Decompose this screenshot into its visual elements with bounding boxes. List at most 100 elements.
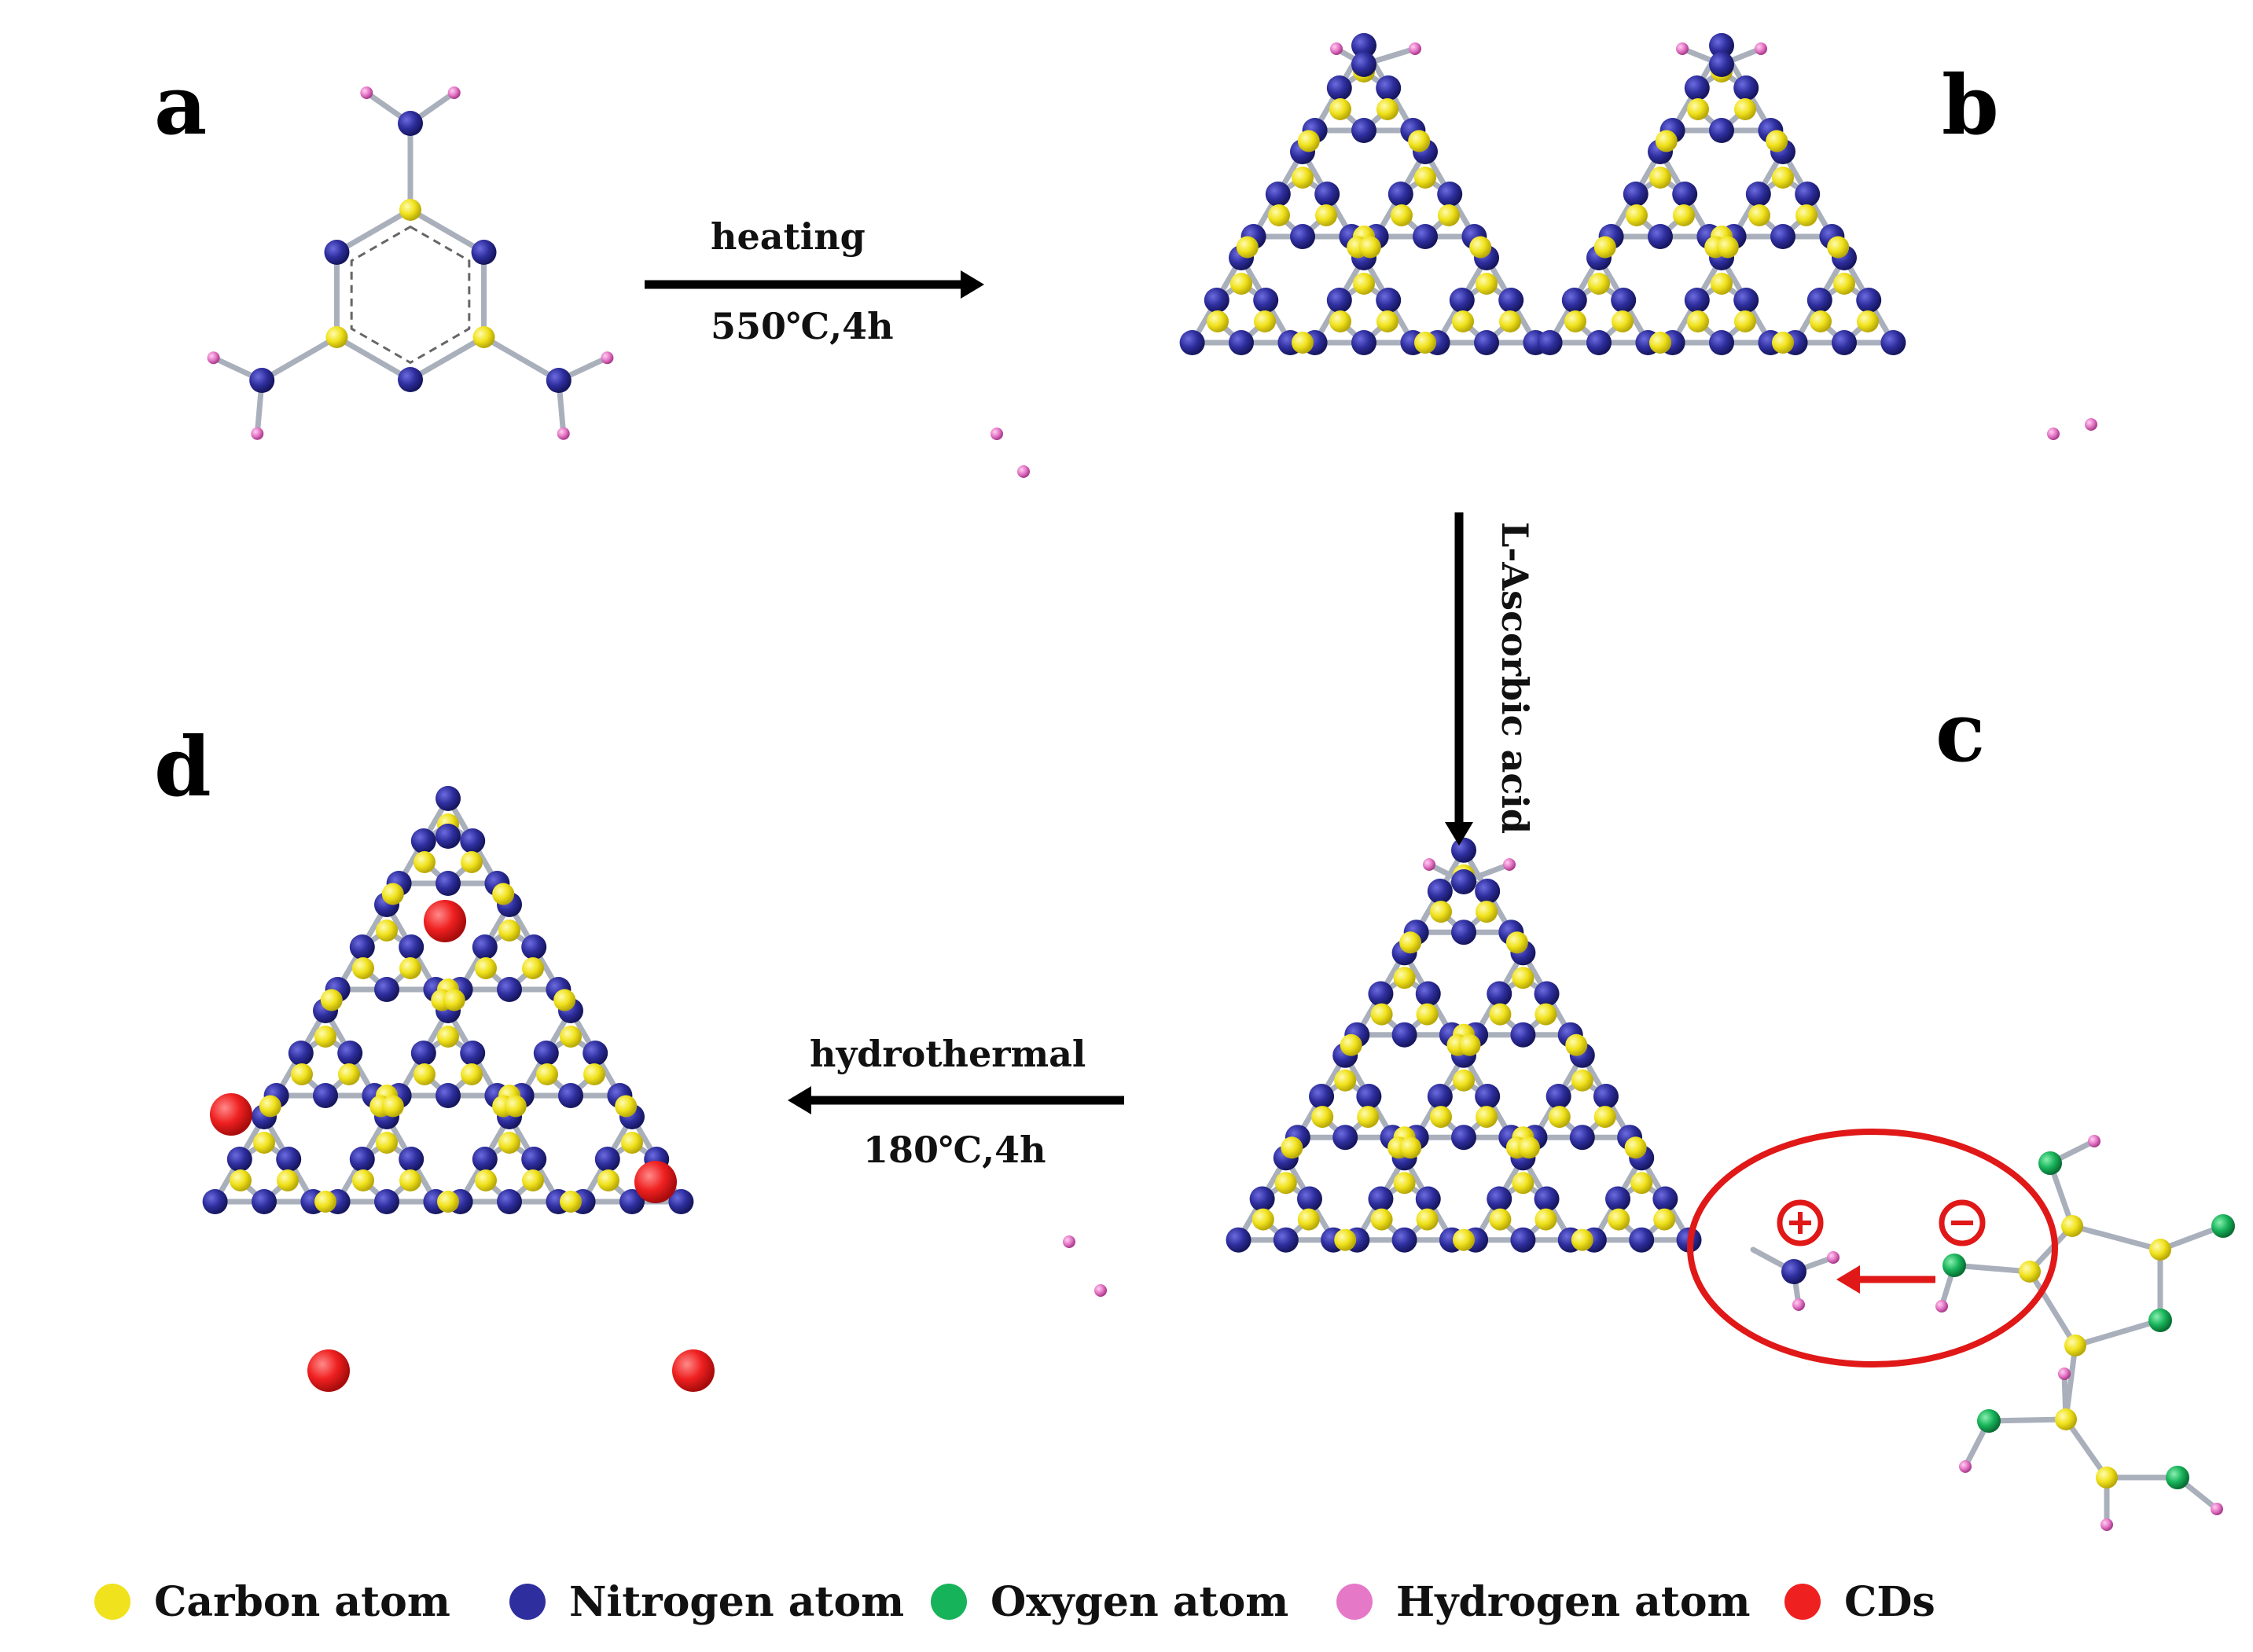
hydrogen-atom	[2085, 418, 2097, 431]
nitrogen-atom	[1351, 52, 1376, 77]
negative-charge-icon	[1939, 1199, 1986, 1246]
carbon-atom	[2096, 1467, 2118, 1489]
panel-label-c: c	[1935, 684, 1986, 780]
nitrogen-atom	[436, 786, 461, 811]
legend-label-carbon: Carbon atom	[154, 1577, 450, 1626]
carbon-atom	[437, 1026, 459, 1048]
nitrogen-atom	[337, 1041, 363, 1066]
cds-icon	[1784, 1584, 1821, 1620]
panel-label-d: d	[154, 718, 211, 815]
nitrogen-atom	[398, 111, 423, 136]
carbon-atom	[1236, 236, 1259, 259]
oxygen-atom	[2211, 1214, 2235, 1238]
nitrogen-atom	[1351, 118, 1376, 143]
nitrogen-atom	[1474, 330, 1499, 355]
nitrogen-atom	[471, 240, 497, 265]
carbon-atom	[259, 1095, 281, 1118]
nitrogen-atom	[1296, 1186, 1322, 1212]
bond	[2063, 1416, 2110, 1481]
cds-dot	[424, 900, 466, 942]
nitrogen-atom	[1475, 879, 1501, 904]
carbon-atom	[314, 1026, 336, 1048]
bond	[2069, 1223, 2163, 1253]
nitrogen-atom	[1391, 1022, 1417, 1048]
nitrogen-atom	[410, 828, 436, 854]
nitrogen-atom	[1709, 52, 1734, 77]
nitrogen-atom	[1684, 75, 1710, 101]
nitrogen-atom	[594, 1147, 620, 1172]
carbon-atom	[2149, 1239, 2171, 1261]
nitrogen-atom	[1451, 920, 1476, 945]
legend-label-nitrogen: Nitrogen atom	[569, 1577, 905, 1626]
legend: Carbon atom Nitrogen atom Oxygen atom Hy…	[94, 1570, 2217, 1633]
carbon-atom	[1655, 130, 1678, 152]
carbon-atom	[522, 957, 544, 979]
legend-label-hydrogen: Hydrogen atom	[1396, 1577, 1751, 1626]
carbon-atom	[1315, 204, 1337, 226]
bond	[259, 334, 340, 384]
carbon-atom	[1207, 310, 1229, 332]
nitrogen-atom	[1376, 75, 1402, 101]
carbon-atom	[325, 326, 348, 348]
carbon-atom	[1408, 130, 1431, 152]
nitrogen-atom	[1179, 330, 1205, 355]
carbon-atom	[1399, 931, 1422, 954]
carbon-atom	[1653, 1208, 1676, 1231]
nitrogen-atom	[1709, 118, 1734, 143]
carbon-atom	[1453, 1069, 1475, 1092]
nitrogen-atom	[1356, 1084, 1382, 1109]
carbon-atom	[1833, 273, 1855, 295]
carbon-atom	[2055, 1408, 2077, 1430]
carbon-atom	[1399, 1136, 1422, 1159]
nitrogen-atom	[1534, 1186, 1560, 1212]
nitrogen-atom	[497, 977, 522, 1002]
legend-item-cds: CDs	[1784, 1570, 1935, 1633]
nitrogen-atom	[374, 977, 399, 1002]
hydrogen-atom	[1676, 42, 1689, 55]
carbon-atom	[1772, 167, 1794, 189]
carbon-atom	[560, 1191, 582, 1213]
hydrothermal-conditions: 180℃,4h	[863, 1129, 1046, 1171]
nitrogen-atom	[1745, 182, 1771, 207]
nitrogen-atom-icon	[509, 1584, 546, 1620]
carbon-atom	[376, 1132, 398, 1154]
nitrogen-atom	[1709, 330, 1734, 355]
nitrogen-atom	[1534, 981, 1560, 1007]
nitrogen-atom	[1415, 1186, 1441, 1212]
cds-dot	[307, 1349, 350, 1392]
carbon-atom	[1565, 1033, 1588, 1056]
hydrogen-atom	[1423, 858, 1435, 871]
nitrogen-atom	[436, 871, 461, 896]
nitrogen-atom	[1781, 1259, 1806, 1284]
nitrogen-atom	[276, 1147, 302, 1172]
carbon-atom	[1810, 310, 1832, 332]
nitrogen-atom	[1437, 182, 1463, 207]
nitrogen-atom	[1795, 182, 1821, 207]
nitrogen-atom	[349, 1147, 375, 1172]
legend-label-oxygen: Oxygen atom	[991, 1577, 1289, 1626]
carbon-atom	[1370, 1208, 1393, 1231]
oxygen-atom	[1942, 1254, 1966, 1277]
heating-label: heating	[711, 215, 866, 258]
carbon-atom	[461, 1063, 483, 1085]
nitrogen-atom	[252, 1189, 277, 1214]
bond	[1986, 1416, 2069, 1424]
carbon-atom	[1734, 98, 1756, 120]
heating-conditions: 550℃,4h	[711, 305, 894, 347]
nitrogen-atom	[1709, 33, 1734, 58]
carbon-atom	[1593, 236, 1616, 259]
carbon-atom	[1311, 1106, 1334, 1129]
carbon-atom	[461, 851, 483, 873]
carbon-atom	[437, 1191, 459, 1213]
bonds-layer	[211, 42, 2226, 1528]
hydrogen-atom	[2058, 1367, 2071, 1380]
nitrogen-atom	[1387, 182, 1413, 207]
carbon-atom	[553, 989, 576, 1011]
carbon-atom	[1416, 1208, 1439, 1231]
carbon-atom	[2064, 1334, 2086, 1356]
carbon-atom	[399, 199, 421, 221]
carbon-atom	[1297, 1208, 1320, 1231]
carbon-atom	[1548, 1106, 1571, 1129]
carbon-atom	[475, 1169, 497, 1191]
carbon-atom	[1512, 967, 1534, 989]
